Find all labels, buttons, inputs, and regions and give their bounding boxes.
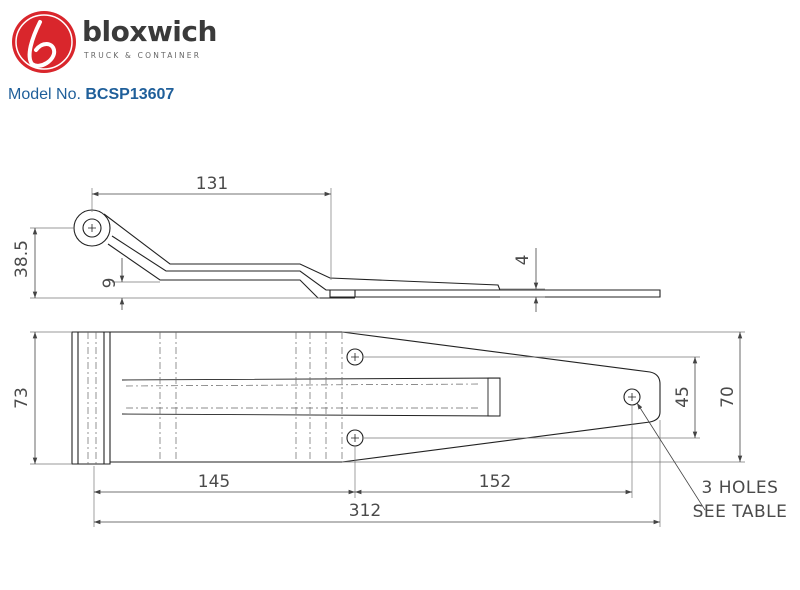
model-value: BCSP13607 [85, 86, 175, 103]
dim-side-offset: 9 [100, 278, 120, 289]
knuckle-outline [71, 331, 111, 465]
side-view [73, 209, 661, 299]
model-number: Model No. BCSP13607 [8, 86, 174, 104]
note-see-table: SEE TABLE [693, 502, 788, 522]
plan-view-extension-lines [30, 331, 745, 527]
dim-tip-width: 70 [718, 386, 738, 408]
dim-hole-to-tip: 152 [479, 472, 511, 492]
brand-name: bloxwich [82, 15, 217, 48]
dim-overall-length: 312 [349, 501, 381, 521]
dim-hole-spacing: 45 [673, 386, 693, 408]
plan-view-dimension-lines [32, 332, 743, 525]
dim-side-thickness: 4 [513, 255, 533, 266]
plan-view [71, 331, 661, 465]
stiffening-rib [121, 377, 501, 417]
dim-hole-offset: 145 [198, 472, 230, 492]
holes-leader [636, 402, 706, 511]
hole-upper [346, 348, 364, 366]
dim-side-height: 38.5 [12, 240, 32, 278]
plan-view-hidden-lines [87, 332, 481, 464]
side-view-dimension-lines [32, 191, 539, 312]
brand-tagline: TRUCK & CONTAINER [84, 51, 202, 60]
bloxwich-logo [12, 11, 76, 73]
plate-outline [110, 331, 661, 463]
note-holes: 3 HOLES [702, 478, 779, 498]
model-label: Model No. [8, 86, 81, 103]
dim-side-length: 131 [196, 174, 228, 194]
dim-plan-width: 73 [12, 387, 32, 409]
